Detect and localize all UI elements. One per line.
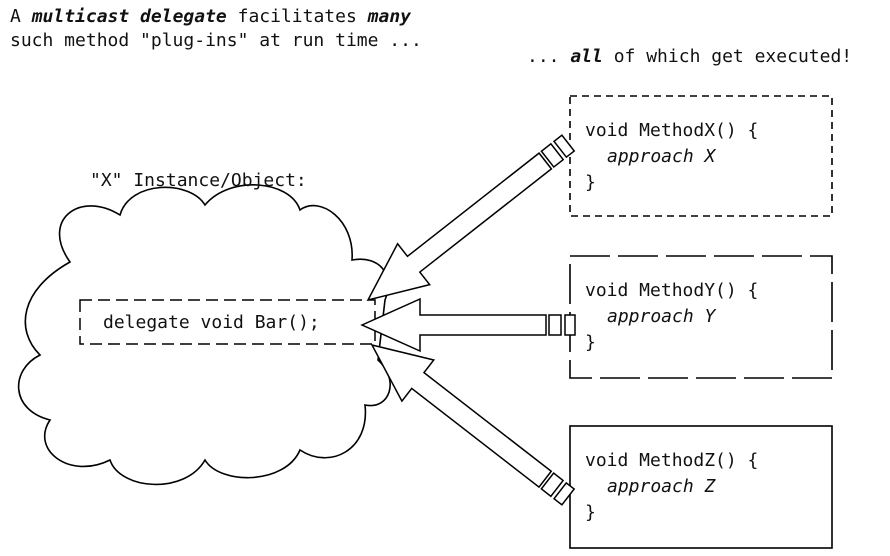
method-y-close: } <box>585 332 596 353</box>
method-z-arrow-tail-segment <box>540 472 565 498</box>
method-z-body: approach Z <box>607 476 716 497</box>
method-z-close: } <box>585 502 596 523</box>
cloud-label: "X" Instance/Object: <box>90 170 307 191</box>
method-x-arrow <box>366 134 576 302</box>
method-x-signature: void MethodX() { <box>585 120 759 141</box>
method-x-close: } <box>585 172 596 193</box>
caption-right: ... all of which get executed! <box>527 46 853 67</box>
method-y-arrow <box>360 297 576 353</box>
caption-left-line2: such method "plug-ins" at run time ... <box>10 30 422 51</box>
method-z-arrow-tail-segment <box>552 481 576 506</box>
method-x-body: approach X <box>607 146 716 167</box>
delegate-box <box>79 299 376 345</box>
method-y-arrow-shape <box>360 297 547 353</box>
method-z-arrow-shape <box>370 343 553 489</box>
method-y-arrow-tail-segment <box>548 314 562 336</box>
delegate-declaration: delegate void Bar(); <box>103 312 320 333</box>
method-z-arrow <box>370 343 576 506</box>
method-y-body: approach Y <box>607 306 716 327</box>
method-z-signature: void MethodZ() { <box>585 450 759 471</box>
method-x-arrow-shape <box>366 152 553 302</box>
caption-left-line1: A multicast delegate facilitates many <box>10 6 412 27</box>
method-x-box <box>569 95 833 217</box>
method-x-arrow-tail-segment <box>540 142 565 169</box>
method-y-signature: void MethodY() { <box>585 280 759 301</box>
method-y-arrow-tail-segment <box>564 314 576 336</box>
method-y-box <box>569 255 833 379</box>
method-x-arrow-tail-segment <box>552 134 576 159</box>
